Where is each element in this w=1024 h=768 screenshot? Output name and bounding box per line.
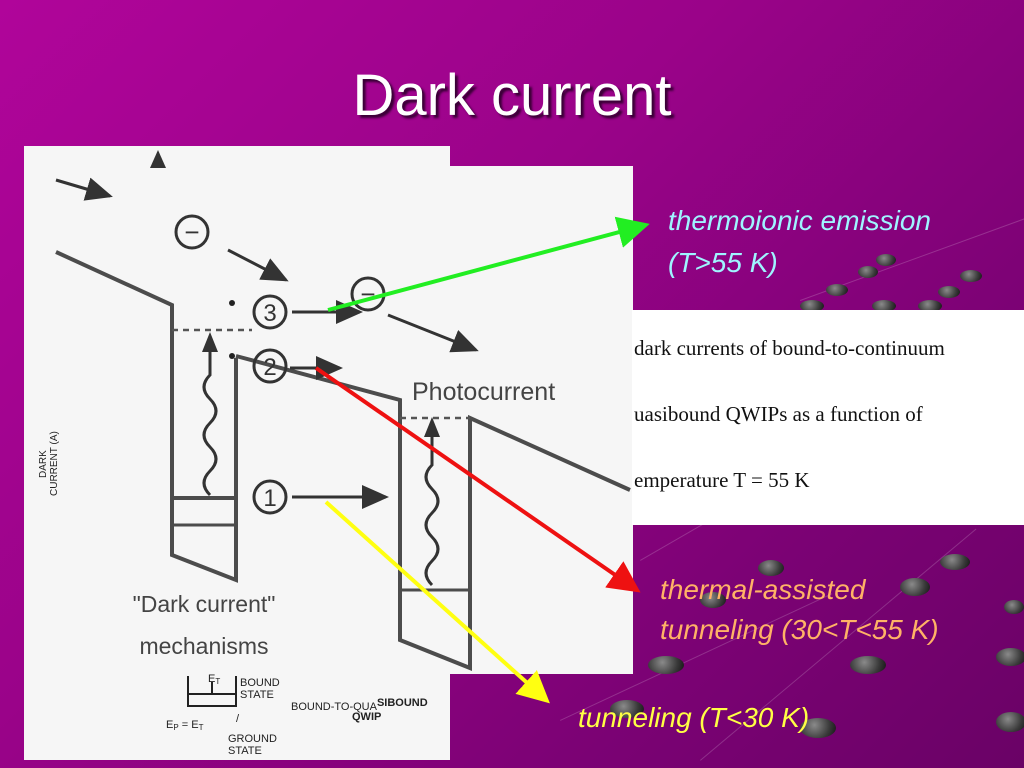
- legend-qwip: QWIP: [352, 711, 381, 723]
- photon-wave-1: [202, 340, 218, 497]
- bg-dot: [940, 554, 970, 570]
- electron-circle-1: [174, 214, 210, 250]
- electron-dot-3: [229, 300, 235, 306]
- electron-arrow-top: [55, 177, 113, 201]
- legend-ground-state-1: GROUND: [228, 733, 277, 745]
- bg-dot: [850, 656, 886, 674]
- bg-dot: [872, 300, 896, 312]
- caption-line-1: dark currents of bound-to-continuum: [634, 336, 945, 360]
- photon-arrowhead-2: [424, 417, 440, 437]
- photocurrent-label: Photocurrent: [412, 378, 555, 406]
- photon-arrowhead-1: [202, 332, 218, 352]
- thermal-label-line2: tunneling (30<T<55 K): [660, 614, 939, 645]
- caption-scan: dark currents of bound-to-continuum uasi…: [632, 310, 1024, 525]
- mechanisms-label-line2: mechanisms: [139, 633, 268, 659]
- bg-dot: [996, 648, 1024, 666]
- bg-dot: [648, 656, 684, 674]
- photon-wave-2: [424, 425, 440, 587]
- tunneling-label: tunneling (T<30 K): [578, 702, 810, 733]
- legend-bound-state-2: STATE: [240, 689, 274, 701]
- bg-dot: [938, 286, 960, 298]
- electron-dot-2: [229, 353, 235, 359]
- conduction-band-left: [55, 250, 236, 500]
- slide-title: Dark current: [352, 63, 672, 128]
- bg-dot: [858, 266, 878, 278]
- caption-line-2: uasibound QWIPs as a function of: [634, 402, 923, 426]
- level-number-3: 3: [263, 300, 276, 327]
- barrier-slope: [235, 354, 402, 590]
- electron-arrow-mid: [227, 248, 289, 282]
- mechanisms-label-line1: "Dark current": [133, 591, 276, 617]
- thermionic-label-line2: (T>55 K): [668, 247, 778, 278]
- legend-bound-state-1: BOUND: [240, 677, 280, 689]
- bg-dot: [1004, 600, 1024, 614]
- bg-dot: [800, 718, 836, 738]
- level-circle-3: [252, 294, 288, 330]
- caption-line-3: emperature T = 55 K: [634, 468, 810, 492]
- legend-et: ET: [208, 673, 220, 686]
- quantum-well-2: [398, 414, 631, 671]
- level-number-1: 1: [263, 485, 276, 512]
- electron-symbol-2: −: [360, 279, 375, 309]
- legend-well: [187, 676, 237, 707]
- svg-text:CURRENT (A): CURRENT (A): [49, 431, 60, 496]
- legend-slash: /: [236, 713, 240, 725]
- bg-dot: [826, 284, 848, 296]
- level-number-2: 2: [263, 354, 276, 381]
- thermal-label-line1: thermal-assisted: [660, 574, 866, 605]
- bg-dot: [758, 560, 784, 576]
- bg-dot: [700, 592, 726, 608]
- bg-dot: [800, 300, 824, 312]
- thermionic-label-line1: thermoionic emission: [668, 205, 931, 236]
- bg-dot: [610, 700, 644, 718]
- level-circle-2: [252, 348, 288, 384]
- legend-ep-et: EP = ET: [166, 719, 204, 732]
- level-circle-1: [252, 479, 288, 515]
- legend-qwip-type: BOUND-TO-QUASIBOUND: [291, 697, 428, 713]
- axis-label: DARK CURRENT (A): [38, 431, 60, 496]
- bg-dot: [876, 254, 896, 266]
- bg-dot: [918, 300, 942, 312]
- electron-symbol-1: −: [184, 217, 199, 247]
- legend-ground-state-2: STATE: [228, 745, 262, 757]
- bg-dot: [996, 712, 1024, 732]
- bg-dot: [960, 270, 982, 282]
- arrow-photocurrent: [387, 313, 479, 353]
- bg-dot: [900, 578, 930, 596]
- svg-text:DARK: DARK: [38, 450, 49, 478]
